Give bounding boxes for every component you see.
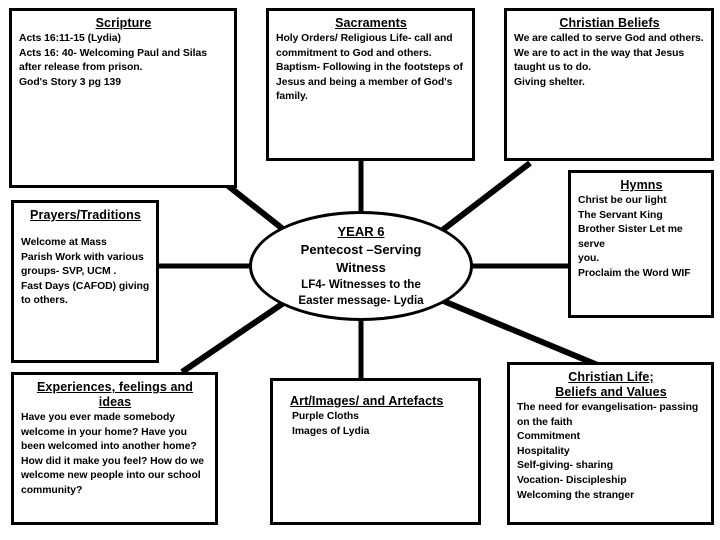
node-sacraments-body: Holy Orders/ Religious Life- call and co… <box>276 33 463 103</box>
node-christian-beliefs-title: Christian Beliefs <box>559 16 660 30</box>
node-hymns[interactable]: Hymns Christ be our light The Servant Ki… <box>568 170 714 318</box>
node-hymns-body: Christ be our light The Servant King Bro… <box>578 195 691 279</box>
node-prayers-traditions-body: Welcome at Mass Parish Work with various… <box>21 237 150 307</box>
center-main-text: Pentecost –Serving Witness <box>300 242 422 275</box>
node-center-year-6[interactable]: YEAR 6 Pentecost –Serving Witness LF4- W… <box>249 211 473 321</box>
node-sacraments[interactable]: Sacraments Holy Orders/ Religious Life- … <box>266 8 475 161</box>
connector-experiences <box>180 297 290 375</box>
node-hymns-title: Hymns <box>620 178 663 192</box>
node-christian-life-beliefs-values-body: The need for evangelisation- passing on … <box>517 402 699 501</box>
center-heading: YEAR 6 <box>337 224 385 239</box>
node-art-images-artefacts-body: Purple Cloths Images of Lydia <box>292 411 370 437</box>
node-sacraments-title: Sacraments <box>335 16 407 30</box>
node-experiences-feelings-ideas[interactable]: Experiences, feelings and ideas Have you… <box>11 372 218 525</box>
center-sub-text: LF4- Witnesses to the Easter message- Ly… <box>298 278 424 307</box>
node-scripture-body: Acts 16:11-15 (Lydia) Acts 16: 40- Welco… <box>19 33 207 88</box>
node-experiences-feelings-ideas-title: Experiences, feelings and ideas <box>36 380 194 409</box>
node-art-images-artefacts[interactable]: Art/Images/ and Artefacts Purple Cloths … <box>270 378 481 525</box>
node-prayers-traditions-title: Prayers/Traditions <box>30 208 141 222</box>
node-prayers-traditions[interactable]: Prayers/Traditions Welcome at Mass Paris… <box>11 200 159 363</box>
node-christian-beliefs-body: We are called to serve God and others. W… <box>514 33 704 88</box>
node-scripture[interactable]: Scripture Acts 16:11-15 (Lydia) Acts 16:… <box>9 8 237 188</box>
node-christian-life-beliefs-values[interactable]: Christian Life; Beliefs and Values The n… <box>507 362 714 525</box>
connector-christian-beliefs <box>438 160 532 235</box>
node-scripture-title: Scripture <box>95 16 152 30</box>
node-art-images-artefacts-title: Art/Images/ and Artefacts <box>290 394 444 408</box>
node-christian-life-beliefs-values-title: Christian Life; Beliefs and Values <box>555 370 667 399</box>
node-christian-beliefs[interactable]: Christian Beliefs We are called to serve… <box>504 8 714 161</box>
node-experiences-feelings-ideas-body: Have you ever made somebody welcome in y… <box>21 412 204 496</box>
